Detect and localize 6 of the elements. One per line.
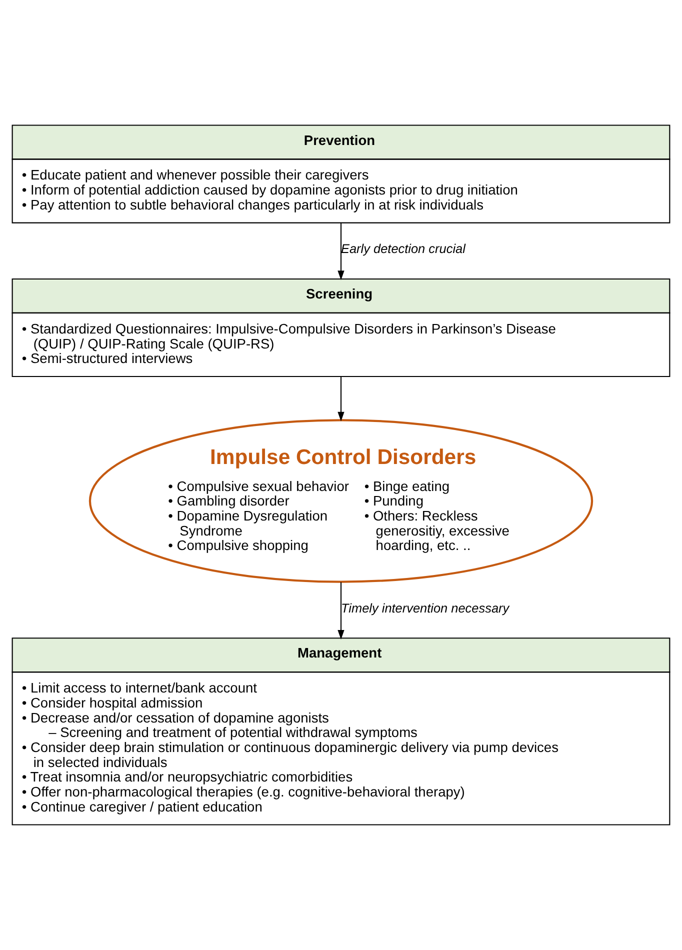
- node-ellipse: Impulse Control Disorders • Compulsive sexual behavior • Gambling disorder • Dopamine Dysregulation Syndrome • Compulsive shopping • Binge eating • Punding • Others: Reckless generositiy, excessive hoarding, etc. ..: [88, 419, 594, 583]
- edge-label: Early detection crucial: [341, 241, 466, 256]
- arrow: [338, 582, 344, 640]
- edge-label: Timely intervention necessary: [341, 600, 510, 616]
- arrow: [338, 376, 344, 422]
- arrow: [338, 223, 344, 280]
